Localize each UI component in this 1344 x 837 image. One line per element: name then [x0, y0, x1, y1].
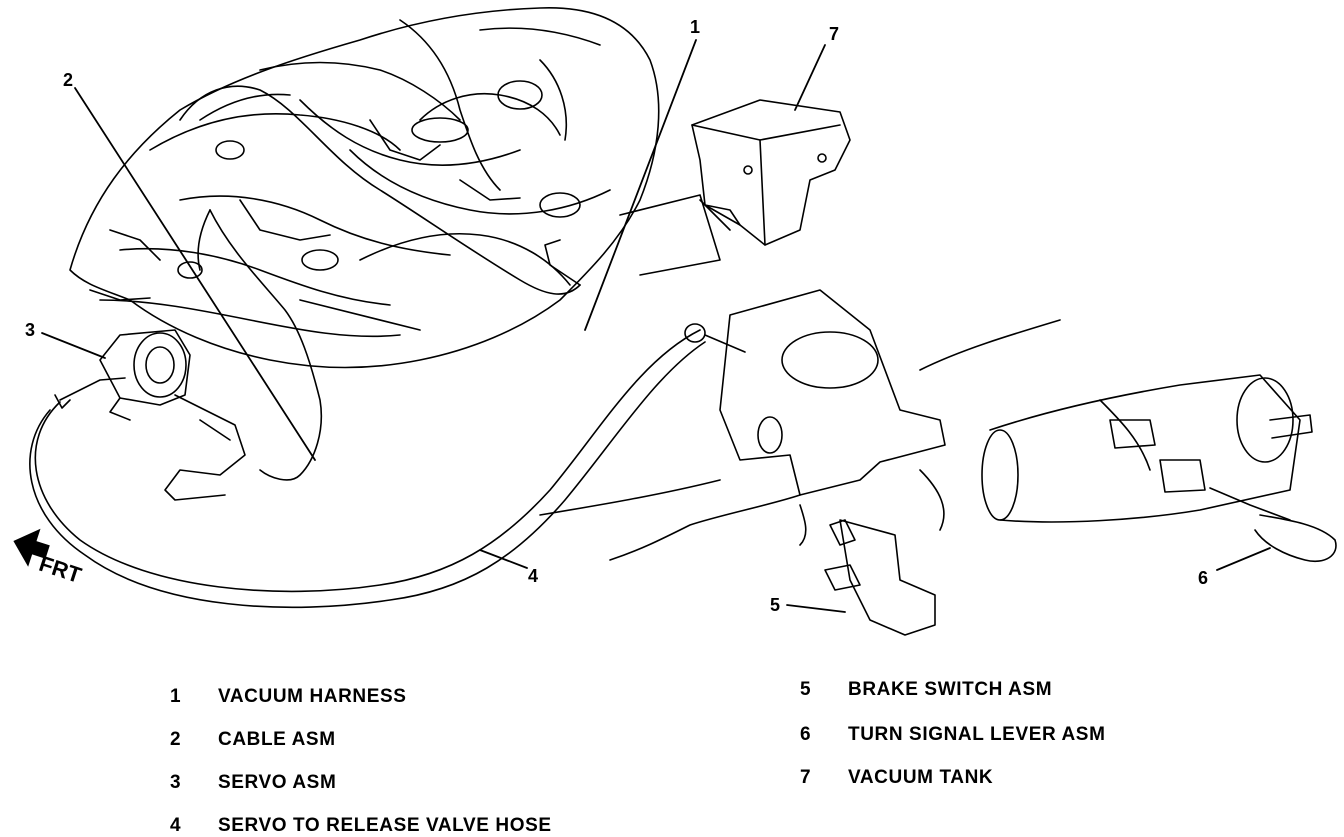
- front-direction-indicator: FRT: [13, 528, 85, 588]
- callout-4: 4: [528, 566, 538, 586]
- brake-switch-asm: [539, 289, 1061, 636]
- legend-text: SERVO ASM: [218, 772, 337, 793]
- legend-number: 3: [170, 772, 182, 793]
- legend-number: 4: [170, 815, 182, 836]
- legend-item: 2 CABLE ASM: [170, 729, 336, 751]
- legend-text: SERVO TO RELEASE VALVE HOSE: [218, 815, 552, 836]
- legend-item: 6 TURN SIGNAL LEVER ASM: [800, 724, 1106, 746]
- engine-assembly: [69, 7, 731, 369]
- callout-7: 7: [829, 24, 839, 44]
- front-arrow-icon: [13, 528, 50, 567]
- legend-item: 1 VACUUM HARNESS: [170, 686, 407, 708]
- legend-number: 6: [800, 724, 812, 745]
- front-label: FRT: [36, 551, 85, 588]
- callout-6: 6: [1198, 568, 1208, 588]
- release-valve-hose: [29, 323, 746, 609]
- cruise-control-diagram: FRT 1 2 3 4 5 6 7: [13, 7, 1337, 636]
- vacuum-tank: [691, 99, 851, 246]
- leader-lines: [41, 39, 1271, 613]
- callout-1: 1: [690, 17, 700, 37]
- legend-text: BRAKE SWITCH ASM: [848, 679, 1053, 700]
- callout-2: 2: [63, 70, 73, 90]
- legend-text: TURN SIGNAL LEVER ASM: [848, 724, 1106, 745]
- vacuum-harness-line: [179, 85, 581, 295]
- callout-3: 3: [25, 320, 35, 340]
- legend-item: 4 SERVO TO RELEASE VALVE HOSE: [170, 815, 552, 837]
- legend-text: VACUUM HARNESS: [218, 686, 407, 707]
- legend-item: 3 SERVO ASM: [170, 772, 336, 794]
- legend-number: 7: [800, 767, 812, 788]
- legend-item: 7 VACUUM TANK: [800, 767, 993, 789]
- legend-number: 5: [800, 679, 812, 700]
- legend-number: 1: [170, 686, 182, 707]
- legend-item: 5 BRAKE SWITCH ASM: [800, 679, 1052, 701]
- turn-signal-lever-asm: [981, 374, 1337, 562]
- callout-5: 5: [770, 595, 780, 615]
- legend-text: CABLE ASM: [218, 729, 336, 750]
- legend-number: 2: [170, 729, 182, 750]
- servo-asm: [54, 329, 246, 501]
- legend-text: VACUUM TANK: [848, 767, 994, 788]
- cable-asm: [209, 209, 323, 481]
